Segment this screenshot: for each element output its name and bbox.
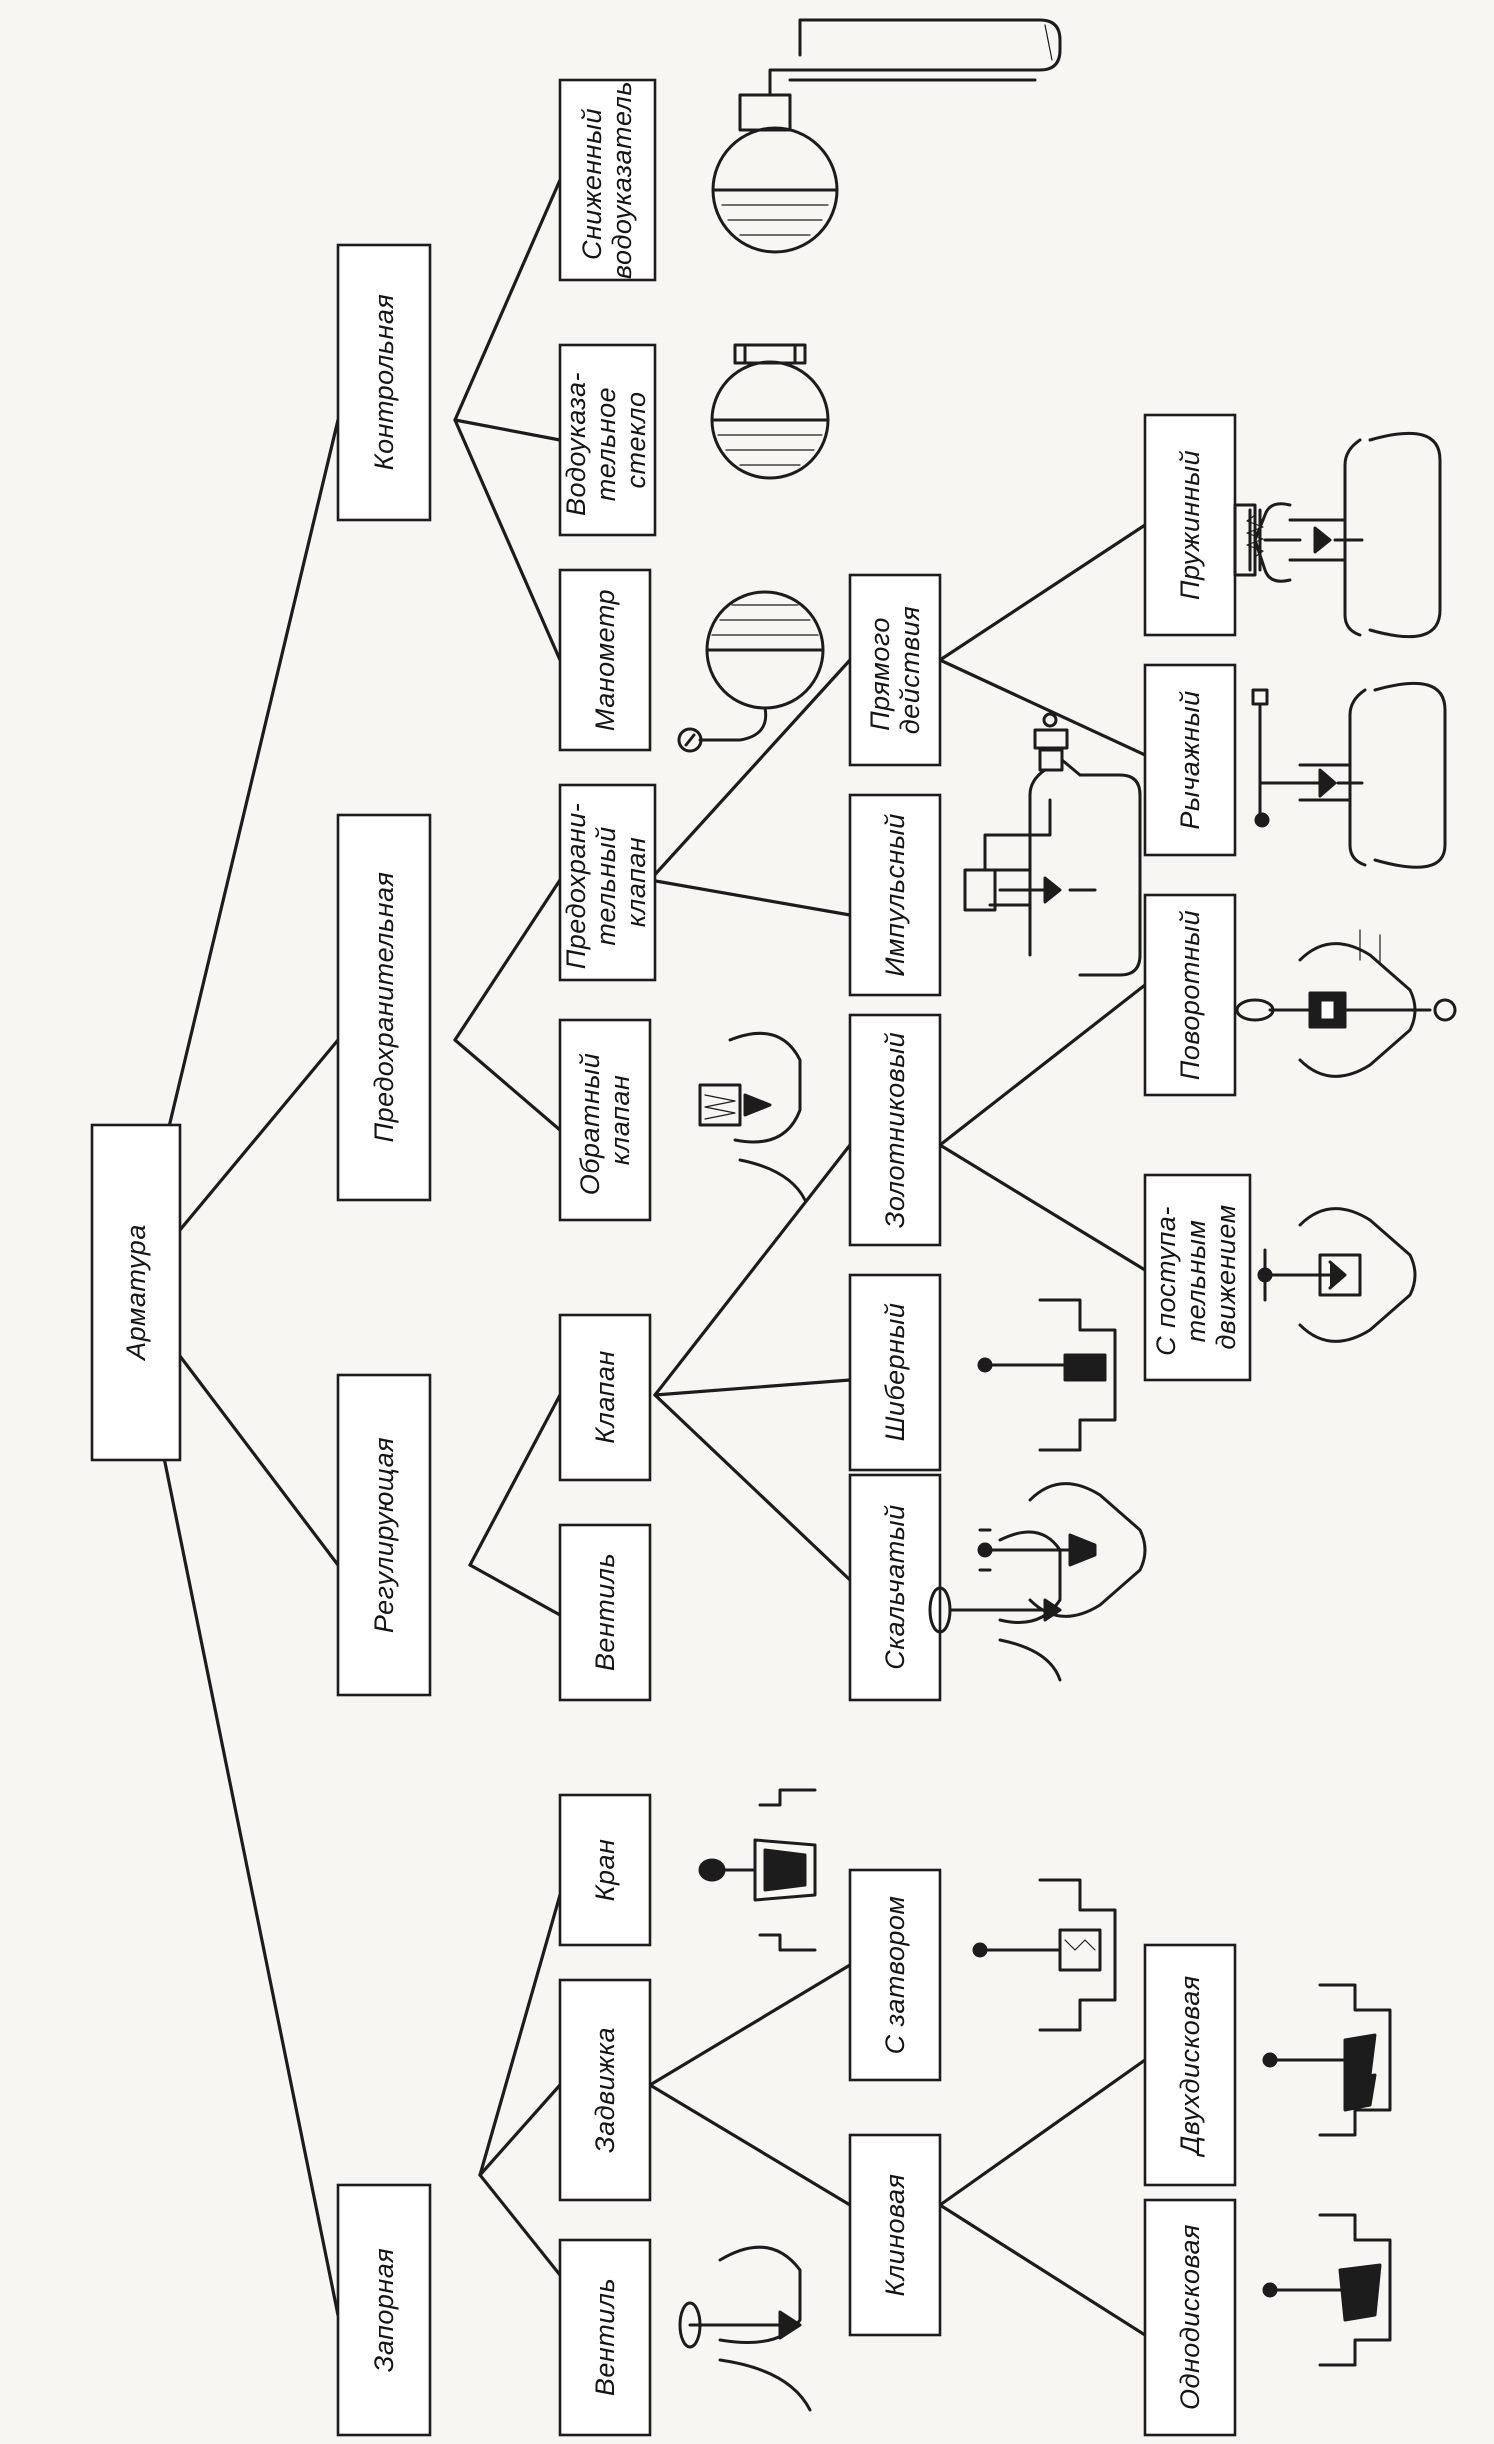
category-zapornaya: Запорная — [336, 2183, 432, 2437]
node-pryamogo-deystviya: Прямого действия — [848, 573, 942, 767]
node-skalchatyy-label: Скальчатый — [880, 1504, 910, 1669]
pryamogo-deystviya-line-1: Прямого — [865, 617, 895, 731]
node-shibernyy: Шиберный — [848, 1273, 942, 1472]
pryamogo-deystviya-line-2: действия — [895, 606, 925, 734]
plunger-valve-icon — [977, 1482, 1147, 1618]
node-rychazhnyy: Рычажный — [1143, 663, 1237, 857]
drum-low-level-indicator-icon — [711, 18, 1062, 254]
node-s-postupatelnym-label: С поступа- тельным движением — [1151, 1198, 1241, 1356]
s-postupatelnym-line-3: движением — [1211, 1204, 1241, 1349]
drum-gauge-glass-icon — [710, 343, 830, 480]
node-snizhennyy-vodoukazatel-label: Сниженный водоуказатель — [577, 81, 637, 279]
node-rychazhnyy-label: Рычажный — [1175, 690, 1205, 829]
lever-safety-valve-icon — [1251, 681, 1447, 869]
s-postupatelnym-line-2: тельным — [1181, 1220, 1211, 1343]
node-pryamogo-deystviya-label: Прямого действия — [865, 606, 925, 734]
snizhennyy-vodoukazatel-line-1: Сниженный — [577, 108, 607, 260]
s-postupatelnym-line-1: С поступа- — [1151, 1206, 1181, 1356]
vodoukazatelnoe-steklo-line-2: тельное — [591, 387, 621, 501]
node-zolotnikovyy-label: Золотниковый — [880, 1032, 910, 1228]
category-predokhranitelnaya: Предохранительная — [336, 813, 432, 1202]
check-valve-icon — [698, 1031, 807, 1202]
rotary-spool-valve-icon — [1235, 929, 1457, 1078]
node-obratnyy-klapan-label: Обратный клапан — [575, 1045, 635, 1195]
node-s-zatvorom-label: С затвором — [880, 1896, 910, 2055]
node-zapornaya-ventil-label: Вентиль — [590, 2278, 620, 2396]
node-manometr: Манометр — [558, 568, 652, 752]
root-node: Арматура — [90, 1123, 182, 1462]
category-reguliruyushchaya-label: Регулирующая — [369, 1437, 399, 1633]
double-disc-wedge-gate-icon — [1262, 1983, 1392, 2137]
category-zapornaya-label: Запорная — [369, 2248, 399, 2372]
node-pruzhinnyy: Пружинный — [1143, 413, 1237, 637]
node-predokhranitelnyy-klapan-label: Предохрани- тельный клапан — [561, 795, 651, 970]
node-zadvizhka: Задвижка — [558, 1978, 652, 2202]
impulse-safety-valve-icon — [963, 712, 1142, 977]
node-zolotnikovyy: Золотниковый — [848, 1013, 942, 1247]
node-zadvizhka-label: Задвижка — [590, 2027, 620, 2153]
predokhranitelnyy-klapan-line-2: тельный — [591, 826, 621, 945]
vodoukazatelnoe-steklo-line-3: стекло — [621, 392, 651, 489]
node-klinovaya: Клиновая — [848, 2133, 942, 2337]
node-dvukhdiskovaya-label: Двухдисковая — [1175, 1975, 1205, 2157]
node-predokhranitelnyy-klapan: Предохрани- тельный клапан — [558, 783, 657, 982]
snizhennyy-vodoukazatel-line-2: водоуказатель — [607, 81, 637, 279]
node-vodoukazatelnoe-steklo: Водоуказа- тельное стекло — [558, 343, 657, 537]
obratnyy-klapan-line-2: клапан — [605, 1075, 635, 1165]
node-snizhennyy-vodoukazatel: Сниженный водоуказатель — [558, 78, 657, 282]
gate-slide-valve-icon — [977, 1298, 1117, 1452]
node-klapan-label: Клапан — [590, 1350, 620, 1444]
single-disc-wedge-gate-icon — [1262, 2213, 1392, 2367]
regulating-globe-valve-icon — [928, 1530, 1062, 1682]
sliding-spool-valve-icon — [1257, 1207, 1417, 1343]
gate-valve-with-disc-icon — [972, 1878, 1117, 2032]
node-odnodiskovaya: Однодисковая — [1143, 2198, 1237, 2437]
node-kran: Кран — [558, 1793, 652, 1947]
obratnyy-klapan-line-1: Обратный — [575, 1053, 605, 1195]
node-dvukhdiskovaya: Двухдисковая — [1143, 1943, 1237, 2187]
node-povorotnyy-label: Поворотный — [1175, 910, 1205, 1080]
node-shibernyy-label: Шиберный — [880, 1303, 910, 1442]
node-klapan: Клапан — [558, 1313, 652, 1482]
node-s-zatvorom: С затвором — [848, 1868, 942, 2082]
category-kontrolnaya-label: Контрольная — [369, 294, 399, 471]
spring-safety-valve-icon — [1233, 431, 1442, 639]
node-s-postupatelnym: С поступа- тельным движением — [1143, 1173, 1252, 1382]
node-zapornaya-ventil: Вентиль — [558, 2238, 652, 2437]
category-predokhranitelnaya-label: Предохранительная — [369, 872, 399, 1143]
category-reguliruyushchaya: Регулирующая — [336, 1373, 432, 1697]
drum-pressure-gauge-icon — [677, 590, 825, 753]
node-povorotnyy: Поворотный — [1143, 893, 1237, 1097]
node-klinovaya-label: Клиновая — [880, 2174, 910, 2297]
node-skalchatyy: Скальчатый — [848, 1473, 942, 1702]
shutoff-globe-valve-icon — [678, 2245, 812, 2412]
node-kran-label: Кран — [590, 1839, 620, 1902]
node-reguliruyushchaya-ventil-label: Вентиль — [590, 1553, 620, 1671]
category-kontrolnaya: Контрольная — [336, 243, 432, 522]
node-reguliruyushchaya-ventil: Вентиль — [558, 1523, 652, 1702]
predokhranitelnyy-klapan-line-3: клапан — [621, 837, 651, 927]
root-node-label: Арматура — [121, 1224, 151, 1362]
node-manometr-label: Манометр — [590, 589, 620, 731]
tree-connectors — [128, 178, 1147, 2337]
node-obratnyy-klapan: Обратный клапан — [558, 1018, 652, 1222]
node-vodoukazatelnoe-steklo-label: Водоуказа- тельное стекло — [561, 364, 651, 516]
predokhranitelnyy-klapan-line-1: Предохрани- — [561, 803, 591, 970]
node-impulsnyy-label: Импульсный — [880, 813, 910, 977]
plug-cock-icon — [698, 1788, 817, 1952]
node-impulsnyy: Импульсный — [848, 793, 942, 997]
vodoukazatelnoe-steklo-line-1: Водоуказа- — [561, 372, 591, 516]
node-pruzhinnyy-label: Пружинный — [1175, 450, 1205, 600]
node-odnodiskovaya-label: Однодисковая — [1175, 2224, 1205, 2410]
